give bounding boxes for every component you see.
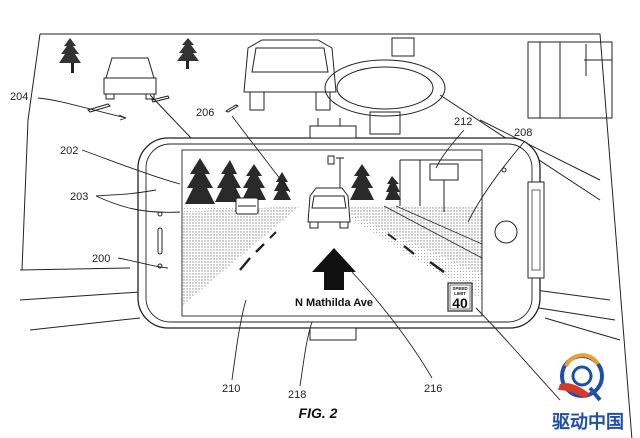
ref-204: 204 bbox=[10, 91, 28, 103]
ref-203: 203 bbox=[70, 191, 88, 203]
watermark-logo: 驱动中国 bbox=[552, 353, 624, 433]
ref-216: 216 bbox=[424, 383, 442, 395]
reference-numerals: 204 206 202 203 200 212 208 210 218 216 bbox=[10, 91, 532, 401]
tree-icon bbox=[59, 38, 81, 73]
building bbox=[527, 41, 613, 119]
distant-car bbox=[103, 57, 157, 100]
ref-202: 202 bbox=[60, 145, 78, 157]
figure-caption: FIG. 2 bbox=[299, 405, 338, 421]
watermark-text: 驱动中国 bbox=[552, 411, 624, 433]
navigation-arrow-icon bbox=[312, 248, 356, 290]
speed-limit-bottom: LIMIT bbox=[454, 291, 466, 296]
ref-218: 218 bbox=[288, 389, 306, 401]
speed-limit-top: SPEED bbox=[452, 286, 468, 291]
windshield-scene bbox=[19, 33, 633, 438]
ar-display: N Mathilda Ave SPEED LIMIT 40 bbox=[181, 149, 483, 317]
speed-limit-sign: SPEED LIMIT 40 bbox=[447, 282, 473, 312]
street-name-label: N Mathilda Ave bbox=[295, 297, 373, 309]
ref-208: 208 bbox=[514, 127, 532, 139]
ref-212: 212 bbox=[454, 116, 472, 128]
ref-210: 210 bbox=[222, 383, 240, 395]
lead-vehicle bbox=[243, 39, 337, 111]
home-button[interactable] bbox=[494, 220, 518, 244]
ref-206: 206 bbox=[196, 107, 214, 119]
leader-lines bbox=[37, 97, 561, 401]
tree-icon bbox=[177, 38, 199, 69]
speed-limit-value: 40 bbox=[452, 295, 468, 311]
ref-200: 200 bbox=[92, 253, 110, 265]
